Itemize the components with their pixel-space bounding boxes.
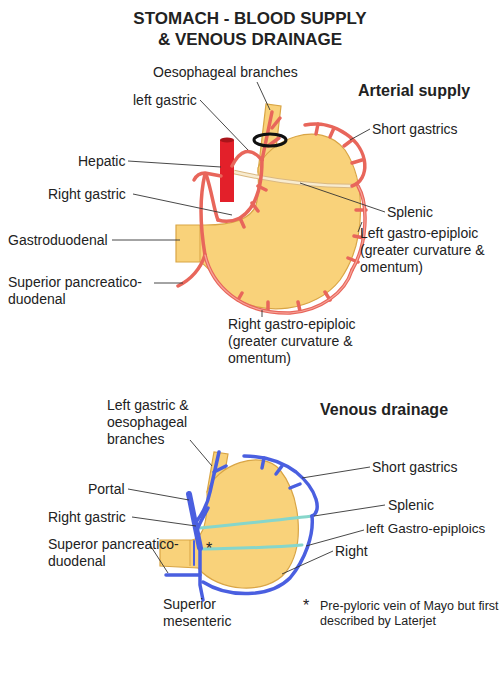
diagram-title: STOMACH - BLOOD SUPPLY & VENOUS DRAINAGE [128, 8, 372, 51]
section-heading: Venous drainage [320, 400, 448, 419]
section-heading: Arterial supply [358, 81, 470, 100]
vessel-label: Short gastrics [372, 459, 458, 476]
vessel-label: Left gastro-epiploic (greater curvature … [360, 225, 500, 275]
arterial-leader-lines [112, 82, 385, 317]
vessel-label: * [206, 539, 212, 558]
vessel-label: Splenic [388, 497, 434, 514]
vessel-label: Pre-pyloric vein of Mayo but first descr… [320, 599, 500, 629]
vessel-label: Right gastric [48, 509, 126, 526]
vessel-label: Superior pancreatico-duodenal [8, 274, 168, 308]
vessel-label: Right [335, 543, 368, 560]
vessel-label: left gastric [133, 92, 197, 109]
venous-leader-lines [128, 440, 385, 574]
vessel-label: left Gastro-epiploics [366, 521, 485, 537]
vessel-label: Hepatic [78, 153, 125, 170]
vessel-label: Left gastric & oesophageal branches [107, 397, 217, 447]
vessel-label: Superior mesenteric [163, 596, 253, 630]
vessel-label: Portal [88, 481, 125, 498]
vessel-label: Superor pancreatico-duodenal [48, 536, 198, 570]
vessel-label: Right gastro-epiploic (greater curvature… [228, 316, 378, 366]
venous-stomach [160, 452, 317, 600]
arterial-stomach [176, 104, 366, 313]
vessel-label: Oesophageal branches [153, 64, 298, 81]
vessel-label: * [303, 596, 309, 615]
vessel-label: Short gastrics [372, 121, 458, 138]
vessel-label: Splenic [387, 204, 433, 221]
vessel-label: Gastroduodenal [8, 232, 108, 249]
vessel-label: Right gastric [48, 186, 126, 203]
